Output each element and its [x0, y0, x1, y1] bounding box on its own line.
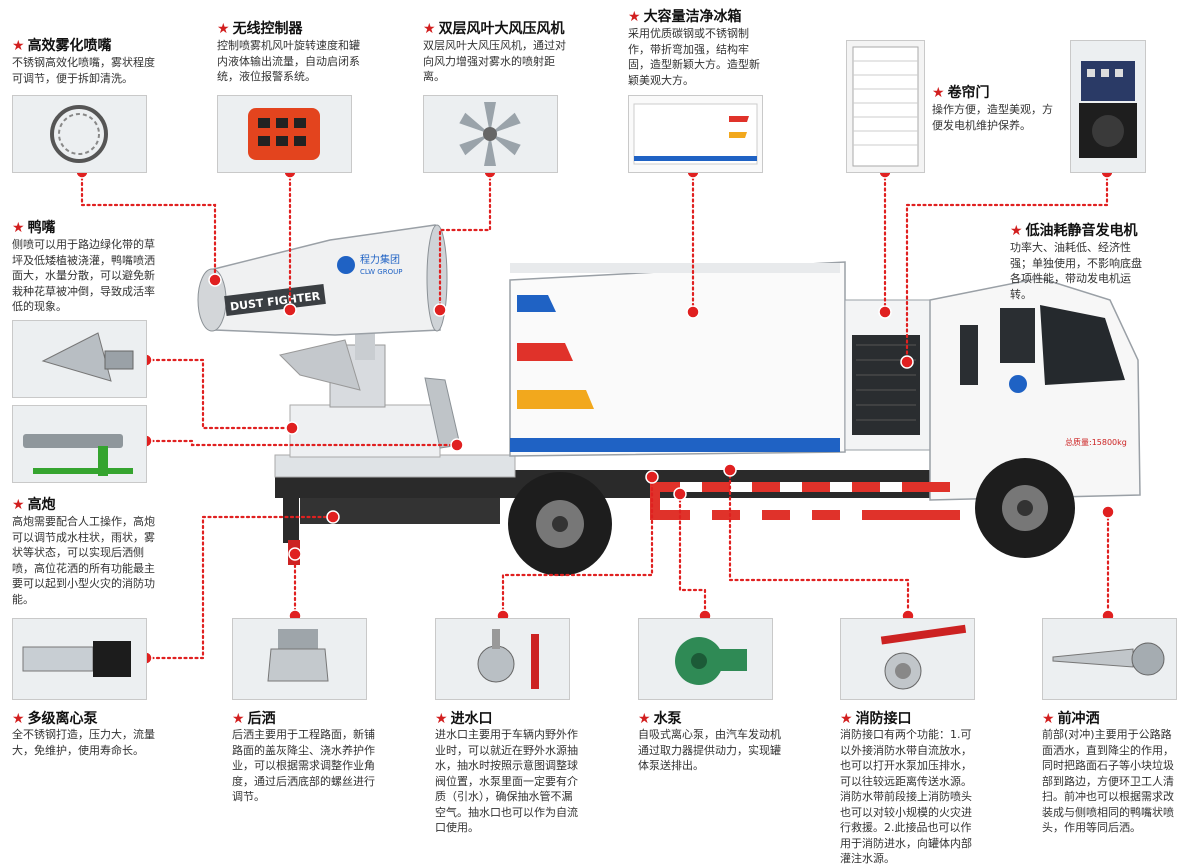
front-spray-photo: [1042, 618, 1177, 700]
tank-photo: [628, 95, 763, 173]
multistage-pump-desc: 全不锈钢打造，压力大，流量大，免维护，使用寿命长。: [12, 728, 155, 757]
water-pump-photo: [638, 618, 773, 700]
wireless-controller-title: ★无线控制器: [217, 21, 303, 37]
multistage-pump-title: ★多级离心泵: [12, 711, 98, 727]
multistage-pump-photo: [12, 618, 147, 700]
rear-spray-desc: 后洒主要用于工程路面，新铺路面的盖灰降尘、浇水养护作业，可以根据需求调整作业角度…: [232, 728, 375, 803]
fire-port-title: ★消防接口: [840, 711, 912, 727]
cannon-brand-logo: 程力集团: [360, 253, 400, 266]
rear-wheel: [508, 472, 612, 576]
shutter-door-desc: 操作方便，造型美观，方便发电机维护保养。: [932, 103, 1053, 132]
front-wheel: [975, 458, 1075, 558]
generator-desc: 功率大、油耗低、经济性强；单独使用，不影响底盘各项性能，带动发电机运转。: [1010, 241, 1142, 301]
mist-nozzle-photo: [12, 95, 147, 173]
fan-desc: 双层风叶大风压风机，通过对向风力增强对雾水的喷射距离。: [423, 39, 566, 83]
wireless-controller-photo: [217, 95, 352, 173]
cannon-title: ★高炮: [12, 497, 56, 513]
front-spray-desc: 前部(对冲)主要用于公路路面洒水，直到降尘的作用，同时把路面石子等小块垃圾部到路…: [1042, 728, 1174, 834]
tank-desc: 采用优质碳钢或不锈钢制作，带折弯加强，结构牢固，造型新颖大方。造型新颖美观大方。: [628, 27, 760, 87]
duckbill-desc: 侧喷可以用于路边绿化带的草坪及低矮植被浇灌，鸭嘴喷洒面大，水量分散，可以避免新栽…: [12, 238, 155, 313]
front-spray-title: ★前冲洒: [1042, 711, 1100, 727]
generator-title: ★低油耗静音发电机: [1010, 223, 1138, 239]
water-inlet-title: ★进水口: [435, 711, 493, 727]
wireless-controller-desc: 控制喷雾机风叶旋转速度和罐内液体输出流量，自动启闭系统，液位报警系统。: [217, 39, 360, 83]
fire-port-photo: [840, 618, 975, 700]
mist-nozzle-desc: 不锈钢高效化喷嘴，雾状程度可调节，便于拆卸清洗。: [12, 56, 155, 85]
water-pump-desc: 自吸式离心泵，由汽车发动机通过取力器提供动力，实现罐体泵送排出。: [638, 728, 781, 772]
fan-title: ★双层风叶大风压风机: [423, 21, 565, 37]
truck-cab: 总质量:15800kg: [929, 277, 1141, 501]
water-inlet-photo: [435, 618, 570, 700]
mist-nozzle-title: ★高效雾化喷嘴: [12, 38, 112, 54]
tank-title: ★大容量洁净冰箱: [628, 9, 742, 25]
duckbill-title: ★鸭嘴: [12, 220, 56, 236]
shutter-door-title: ★卷帘门: [932, 85, 990, 101]
water-tank: [509, 261, 846, 457]
shutter-door-photo: [846, 40, 925, 173]
fire-port-desc: 消防接口有两个功能：1.可以外接消防水带自流放水，也可以打开水泵加压排水，可以往…: [840, 728, 972, 865]
generator-photo: [1070, 40, 1146, 173]
gross-weight: 总质量:15800kg: [1065, 437, 1127, 447]
cannon-brand-sub: CLW GROUP: [360, 268, 402, 276]
water-pump-title: ★水泵: [638, 711, 682, 727]
duckbill-photo: [12, 320, 147, 398]
rear-spray-photo: [232, 618, 367, 700]
rear-spray-title: ★后洒: [232, 711, 276, 727]
cannon-desc: 高炮需要配合人工操作，高炮可以调节成水柱状，雨状，雾状等状态，可以实现后洒侧喷，…: [12, 515, 155, 606]
water-inlet-desc: 进水口主要用于车辆内野外作业时，可以就近在野外水源抽水，抽水时按照示意图调整球阀…: [435, 728, 578, 834]
fan-photo: [423, 95, 558, 173]
cannon-photo: [12, 405, 147, 483]
